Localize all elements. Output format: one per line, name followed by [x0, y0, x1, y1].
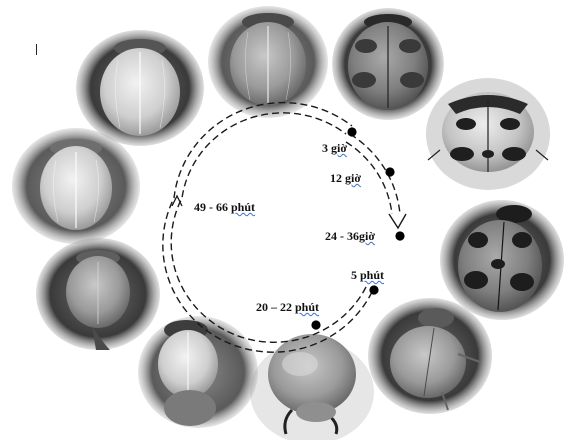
- beetle-photo-1: [76, 30, 204, 146]
- stage-label-12h: 12 giờ: [330, 171, 361, 186]
- stage-dot-20-22min: [311, 320, 320, 329]
- beetle-photo-6: [368, 298, 492, 414]
- beetle-photo-2: [208, 6, 328, 118]
- beetle-photo-7: [250, 334, 374, 440]
- stage-dot-3h: [347, 127, 356, 136]
- stage-dot-12h: [385, 167, 394, 176]
- beetle-photo-8: [138, 316, 258, 428]
- stage-label-20-22min: 20 – 22 phút: [256, 300, 319, 315]
- beetle-photo-10: [12, 128, 140, 244]
- stage-label-24-36h: 24 - 36giờ: [325, 229, 375, 244]
- arrow-head: [389, 214, 406, 228]
- stage-label-5min: 5 phút: [351, 268, 384, 283]
- beetle-photo-9: [36, 238, 160, 350]
- beetle-photo-5: [440, 200, 564, 320]
- stage-dot-24-36h: [395, 231, 404, 240]
- stage-label-49-66min: 49 - 66 phút: [194, 200, 255, 215]
- beetle-photo-3: [332, 8, 444, 120]
- beetle-photo-4: [426, 78, 550, 190]
- stage-dot-5min: [369, 285, 378, 294]
- stage-label-3h: 3 giờ: [322, 141, 347, 156]
